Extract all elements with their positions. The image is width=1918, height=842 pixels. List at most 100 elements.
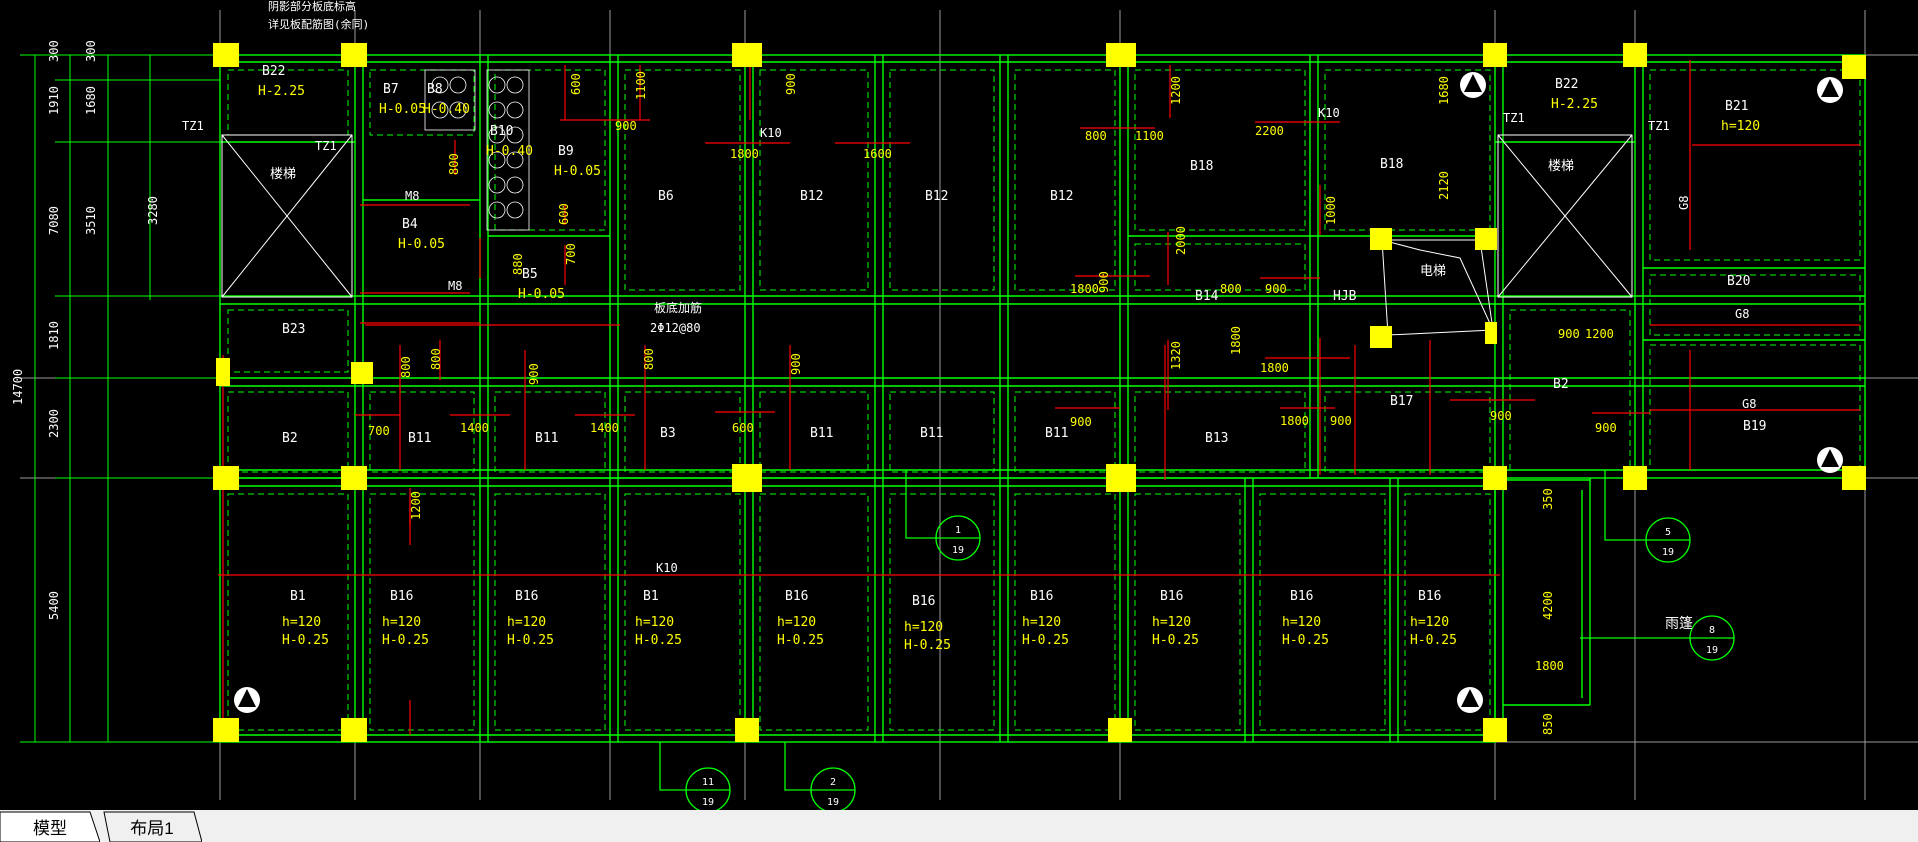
- rebar-dimension: 880: [511, 253, 525, 275]
- svg-text:TZ1: TZ1: [1648, 119, 1670, 133]
- svg-text:板底加筋: 板底加筋: [654, 300, 702, 315]
- slab-name: B18: [1190, 159, 1213, 174]
- slab-name: B6: [658, 189, 674, 204]
- section-number: 1: [955, 525, 961, 536]
- slab-name: B12: [800, 189, 823, 204]
- slab-thickness: h=120: [777, 615, 816, 630]
- section-sheet: 19: [952, 545, 964, 556]
- svg-text:详见板配筋图(余同): 详见板配筋图(余同): [268, 17, 369, 31]
- rebar-dimension: 900: [1097, 271, 1111, 293]
- slab-elevation: H-0.25: [282, 633, 329, 648]
- slab-name: B20: [1727, 274, 1750, 289]
- svg-text:阴影部分板底标高: 阴影部分板底标高: [268, 0, 356, 13]
- slab-thickness: h=120: [382, 615, 421, 630]
- rebar-dimension: 1400: [460, 421, 489, 435]
- slab-name: B11: [535, 431, 558, 446]
- tab-model[interactable]: 模型: [0, 810, 100, 842]
- slab-elevation: H-0.05: [398, 237, 445, 252]
- slab-name: B11: [810, 426, 833, 441]
- rebar-dimension: 900: [615, 119, 637, 133]
- tab-layout1[interactable]: 布局1: [102, 810, 202, 842]
- section-sheet: 19: [702, 797, 714, 808]
- rebar-dimension: 1100: [1135, 129, 1164, 143]
- rebar-dimension: 1200: [409, 491, 423, 520]
- slab-elevation: H-0.25: [507, 633, 554, 648]
- section-sheet: 19: [1662, 547, 1674, 558]
- slab-thickness: h=120: [1152, 615, 1191, 630]
- rebar-dimension: 1320: [1169, 341, 1183, 370]
- slab-name: HJB: [1333, 289, 1357, 304]
- slab-thickness: h=120: [635, 615, 674, 630]
- rebar-dimension: 1800: [1229, 326, 1243, 355]
- svg-text:TZ1: TZ1: [1503, 111, 1525, 125]
- svg-text:TZ1: TZ1: [182, 119, 204, 133]
- slab-elevation: H-2.25: [1551, 97, 1598, 112]
- slab-name: B14: [1195, 289, 1219, 304]
- svg-text:电梯: 电梯: [1420, 264, 1446, 279]
- rebar-dimension: 1400: [590, 421, 619, 435]
- rebar-dimension: 900: [784, 73, 798, 95]
- svg-text:K10: K10: [656, 561, 678, 575]
- rebar-dimension: 1200: [1585, 327, 1614, 341]
- rebar-dimension: 4200: [1541, 591, 1555, 620]
- rebar-dimension: 600: [557, 203, 571, 225]
- rebar-dimension: 350: [1541, 488, 1555, 510]
- slab-name: B16: [785, 589, 808, 604]
- slab-name: B1: [643, 589, 659, 604]
- rebar-dimension: 1000: [1324, 196, 1338, 225]
- rebar-dimension: 1600: [863, 147, 892, 161]
- rebar-dimension: 1800: [1260, 361, 1289, 375]
- slab-name: B16: [912, 594, 935, 609]
- slab-name: B12: [1050, 189, 1073, 204]
- slab-name: B1: [290, 589, 306, 604]
- svg-text:K10: K10: [1318, 106, 1340, 120]
- slab-name: B5: [522, 267, 538, 282]
- slab-thickness: h=120: [1022, 615, 1061, 630]
- beam-labels: TZ1 TZ1 TZ1 TZ1 M8 M8 K10 K10 K10 G8 G8 …: [182, 106, 1756, 575]
- slab-thickness: h=120: [507, 615, 546, 630]
- slab-elevation: H-0.25: [1282, 633, 1329, 648]
- slab-name: B2: [282, 431, 298, 446]
- rebar-dimension: 2000: [1174, 226, 1188, 255]
- cad-model-viewport[interactable]: 阴影部分板底标高 详见板配筋图(余同) 楼梯 楼梯 电梯 雨篷 板底加筋 2Φ1…: [0, 0, 1918, 810]
- slab-name: B8: [427, 82, 443, 97]
- slab-name: B2: [1553, 377, 1569, 392]
- svg-text:G8: G8: [1735, 307, 1749, 321]
- columns: [213, 43, 1866, 742]
- rebar-dimension: 850: [1541, 713, 1555, 735]
- rebar-dimension: 800: [399, 356, 413, 378]
- left-dimension: 300: [47, 40, 61, 62]
- rebar-dimension: 900: [527, 363, 541, 385]
- slab-thickness: h=120: [1282, 615, 1321, 630]
- orientation-markers: [234, 72, 1843, 713]
- rebar-dimension: 800: [1085, 129, 1107, 143]
- stair-symbols: [221, 134, 1633, 336]
- rebar-dimension: 800: [447, 153, 461, 175]
- left-dimension: 3280: [146, 196, 160, 225]
- left-dimension: 1680: [84, 86, 98, 115]
- slab-name: B12: [925, 189, 948, 204]
- slab-name: B11: [1045, 426, 1068, 441]
- svg-text:TZ1: TZ1: [315, 139, 337, 153]
- slab-elevation: H-0.25: [777, 633, 824, 648]
- slab-name: B16: [1418, 589, 1441, 604]
- rebar-dimension: 900: [1070, 415, 1092, 429]
- svg-text:G8: G8: [1742, 397, 1756, 411]
- svg-text:楼梯: 楼梯: [1548, 159, 1574, 174]
- slab-elevation: H-0.25: [1410, 633, 1457, 648]
- rebar-dimension: 900: [1330, 414, 1352, 428]
- slab-elevation: H-0.05: [379, 102, 426, 117]
- left-dimension: 2300: [47, 409, 61, 438]
- rebar-dimension: 700: [368, 424, 390, 438]
- slab-name: B11: [408, 431, 431, 446]
- rebar-dimension: 2200: [1255, 124, 1284, 138]
- slab-name: B21: [1725, 99, 1748, 114]
- slab-name: B11: [920, 426, 943, 441]
- rebar-dimension: 1680: [1437, 76, 1451, 105]
- slab-thickness: h=120: [904, 620, 943, 635]
- slab-elevation: H-0.05: [518, 287, 565, 302]
- slab-name: B9: [558, 144, 574, 159]
- tab-model-label: 模型: [33, 818, 67, 838]
